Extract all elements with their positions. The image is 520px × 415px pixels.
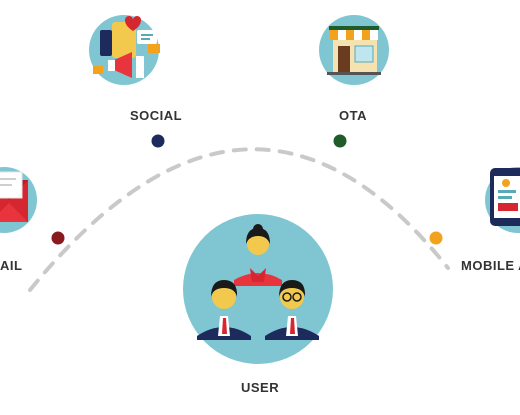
mobile-app-icon	[485, 167, 520, 233]
email-dot	[51, 231, 65, 245]
email-icon	[0, 167, 37, 233]
email-label: AIL	[0, 258, 23, 273]
ota-store-icon	[319, 15, 389, 85]
social-dot	[151, 134, 165, 148]
social-icon	[89, 15, 160, 85]
ota-label: OTA	[339, 108, 367, 123]
social-label: SOCIAL	[130, 108, 183, 123]
user-group-icon	[183, 214, 333, 364]
mobile-app-label: MOBILE A	[461, 258, 520, 273]
user-label: USER	[241, 380, 280, 395]
ota-dot	[333, 134, 347, 148]
connection-arc	[28, 147, 450, 292]
mobile-dot	[429, 231, 443, 245]
